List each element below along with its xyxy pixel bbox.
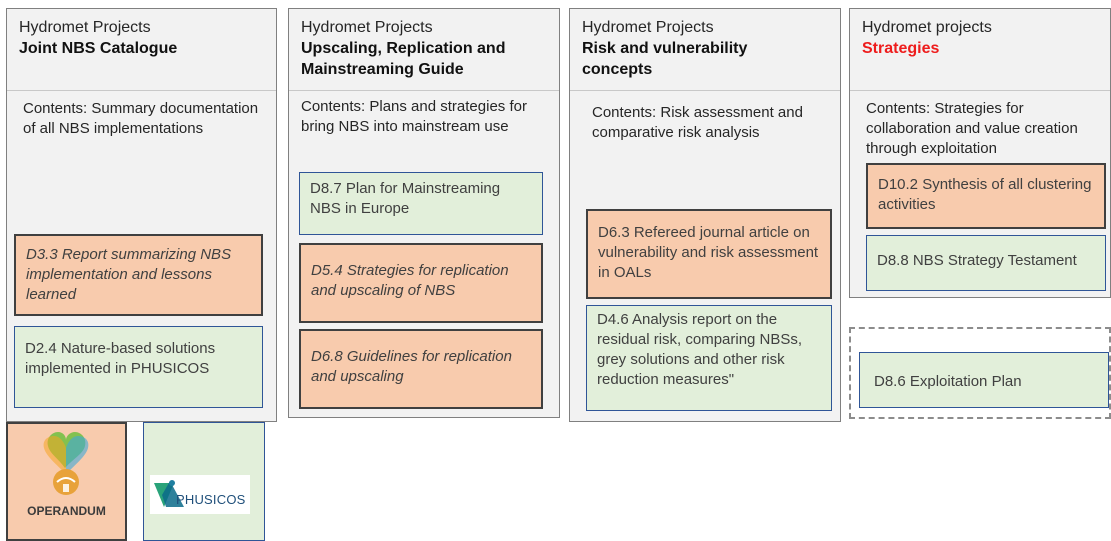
column-joint-nbs-catalogue: Hydromet Projects Joint NBS Catalogue Co… [6, 8, 277, 422]
column-strategies: Hydromet projects Strategies Contents: S… [849, 8, 1111, 298]
column-header: Hydromet Projects Risk and vulnerability… [570, 9, 840, 91]
column-subtitle: Joint NBS Catalogue [19, 40, 178, 57]
column-contents: Contents: Risk assessment and comparativ… [592, 104, 803, 141]
column-header: Hydromet Projects Upscaling, Replication… [289, 9, 559, 91]
column-header: Hydromet projects Strategies [850, 9, 1110, 91]
column-subtitle: Strategies [862, 40, 940, 57]
phusicos-logo-plate: PHUSICOS [150, 475, 250, 514]
column-risk-vulnerability: Hydromet Projects Risk and vulnerability… [569, 8, 841, 422]
column-title: Hydromet Projects [582, 19, 714, 36]
column-title: Hydromet Projects [19, 19, 151, 36]
deliverable-box-d2-4: D2.4 Nature-based solutions implemented … [14, 326, 263, 408]
column-subtitle: Upscaling, Replication and Mainstreaming… [301, 40, 506, 78]
deliverable-box-d5-4: D5.4 Strategies for replication and upsc… [299, 243, 543, 323]
phusicos-logo: PHUSICOS [143, 422, 265, 541]
deliverable-box-d6-8: D6.8 Guidelines for replication and upsc… [299, 329, 543, 409]
operandum-logo: OPERANDUM [6, 422, 127, 541]
deliverable-box-d10-2: D10.2 Synthesis of all clustering activi… [866, 163, 1106, 229]
deliverable-box-d4-6: D4.6 Analysis report on the residual ris… [586, 305, 832, 411]
deliverable-box-d8-8: D8.8 NBS Strategy Testament [866, 235, 1106, 291]
column-contents: Contents: Strategies for collaboration a… [866, 100, 1078, 157]
column-header: Hydromet Projects Joint NBS Catalogue [7, 9, 276, 91]
dashed-container [849, 327, 1111, 419]
column-title: Hydromet projects [862, 19, 992, 36]
deliverable-box-d6-3: D6.3 Refereed journal article on vulnera… [586, 209, 832, 299]
column-contents: Contents: Summary documentation of all N… [23, 100, 259, 137]
column-contents: Contents: Plans and strategies for bring… [301, 98, 527, 135]
operandum-logo-icon [43, 432, 89, 495]
phusicos-logo-icon [154, 480, 184, 507]
column-upscaling-guide: Hydromet Projects Upscaling, Replication… [288, 8, 560, 418]
deliverable-box-d3-3: D3.3 Report summarizing NBS implementati… [14, 234, 263, 316]
column-title: Hydromet Projects [301, 19, 433, 36]
deliverable-box-d8-6: D8.6 Exploitation Plan [859, 352, 1109, 408]
column-subtitle: Risk and vulnerability concepts [582, 40, 748, 78]
phusicos-logo-text: PHUSICOS [176, 492, 246, 507]
operandum-logo-text: OPERANDUM [27, 504, 106, 518]
deliverable-box-d8-7: D8.7 Plan for Mainstreaming NBS in Europ… [299, 172, 543, 235]
